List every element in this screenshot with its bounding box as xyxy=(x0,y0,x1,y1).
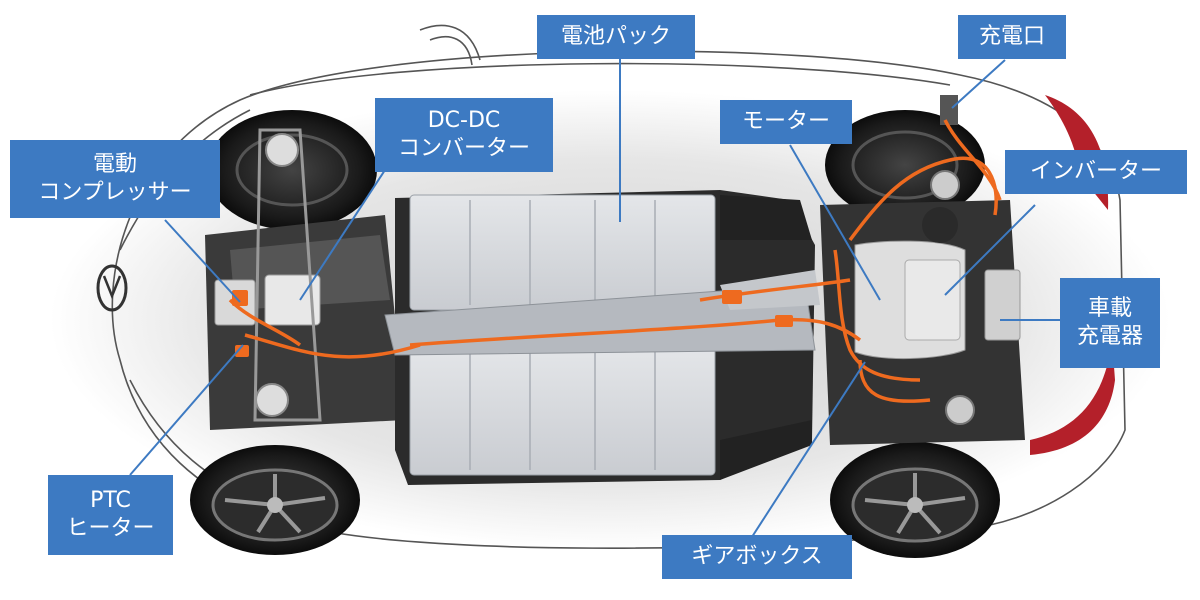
label-charging-port: 充電口 xyxy=(958,15,1066,59)
label-charging-port-text: 充電口 xyxy=(978,24,1045,49)
high-voltage-cables xyxy=(228,119,1002,403)
front-subframe xyxy=(205,128,405,430)
label-motor-text: モーター xyxy=(741,109,830,134)
label-inverter: インバーター xyxy=(1005,150,1187,194)
label-gearbox: ギアボックス xyxy=(662,535,852,579)
leader-lines xyxy=(129,58,1060,541)
cable-connectors xyxy=(232,290,793,357)
tail-light-bottom xyxy=(1030,340,1115,455)
front-emblem-icon xyxy=(96,264,128,312)
label-onboard-charger-line2: 充電器 xyxy=(1076,324,1143,349)
label-onboard-charger-line1: 車載 xyxy=(1087,296,1132,321)
wheel-front-right xyxy=(190,445,360,555)
label-battery-pack: 電池パック xyxy=(537,15,695,59)
battery-pack-shape xyxy=(384,190,820,485)
wheel-rear-right xyxy=(830,442,1000,558)
label-compressor-line2: コンプレッサー xyxy=(38,180,192,205)
label-ptc-heater: PTC ヒーター xyxy=(48,475,173,555)
label-dcdc-line1: DC-DC xyxy=(427,108,501,133)
label-compressor-line1: 電動 xyxy=(92,152,137,177)
label-motor: モーター xyxy=(720,100,852,144)
label-dcdc-line2: コンバーター xyxy=(397,136,530,161)
label-ptc-line2: ヒーター xyxy=(66,516,155,541)
label-battery-pack-text: 電池パック xyxy=(560,24,671,49)
wheel-front-left xyxy=(207,110,377,230)
label-ptc-line1: PTC xyxy=(90,488,131,513)
label-dcdc-converter: DC-DC コンバーター xyxy=(375,98,553,172)
rear-subframe xyxy=(820,95,1025,445)
label-inverter-text: インバーター xyxy=(1029,159,1162,184)
label-gearbox-text: ギアボックス xyxy=(691,544,823,569)
label-onboard-charger: 車載 充電器 xyxy=(1060,278,1160,368)
label-electric-compressor: 電動 コンプレッサー xyxy=(10,140,220,218)
